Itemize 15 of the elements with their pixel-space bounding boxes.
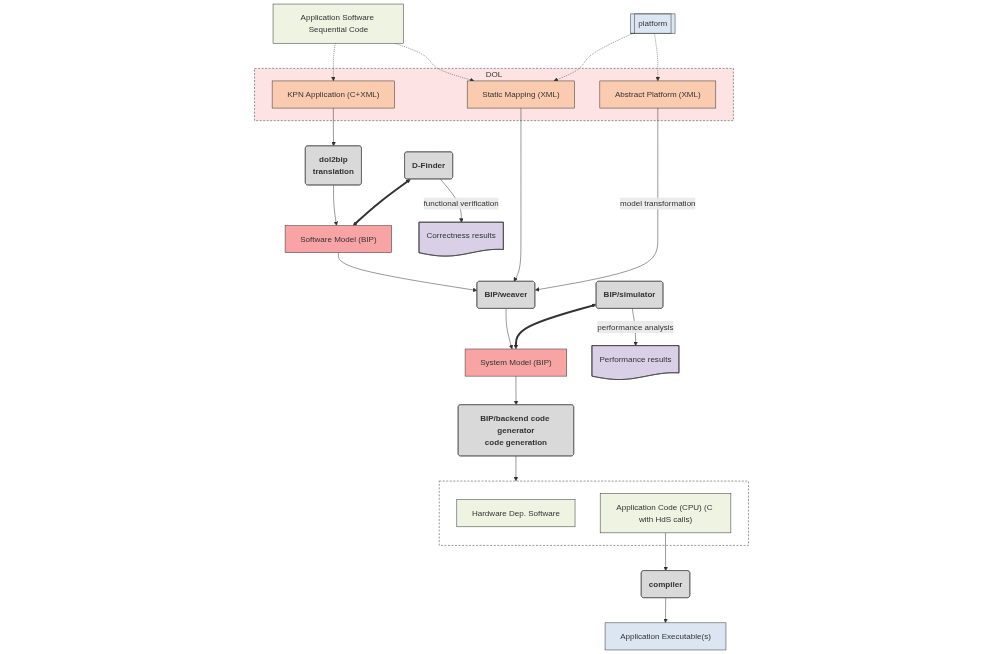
node-box: Application Executable(s) [604,622,727,651]
edge-label: performance analysis [597,322,674,332]
node-box: System Model (BIP) [464,348,567,377]
node-box: Software Model (BIP) [284,225,392,253]
node-box: KPN Application (C+XML) [271,80,395,109]
edge-label: functional verification [423,199,499,208]
node-box: Hardware Dep. Software [456,499,576,528]
node-box: Abstract Platform (XML) [599,80,717,109]
node-box: Application Code (CPU) (C with HdS calls) [599,493,732,534]
edge-label: model transformation [620,199,696,208]
arrow [513,303,597,350]
cluster [438,480,749,546]
arrow [352,179,411,226]
node-box: Static Mapping (XML) [466,80,575,109]
node-box: Application Software Sequential Code [272,3,404,44]
